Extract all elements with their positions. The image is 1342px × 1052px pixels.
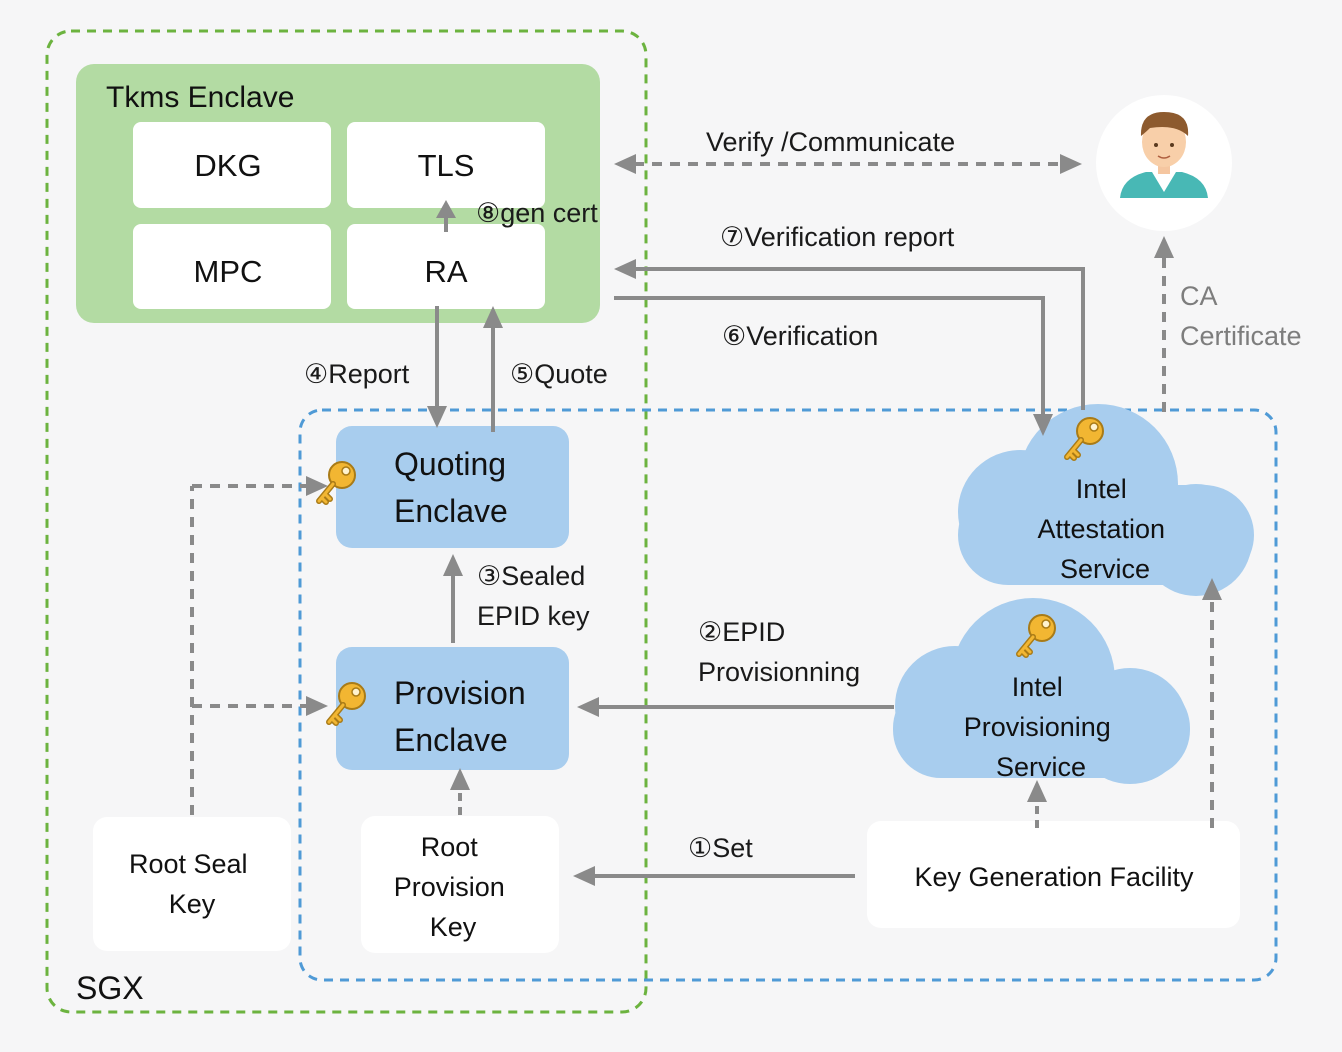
platform-boundary	[298, 408, 1278, 982]
quoting-enclave	[336, 426, 569, 548]
verification-arrow	[614, 296, 1053, 436]
verification-label: ⑥Verification	[722, 321, 878, 351]
key-generation-facility-label: Key Generation Facility	[914, 862, 1194, 892]
provision-enclave	[336, 647, 569, 770]
root-seal-key	[93, 817, 291, 951]
set-label: ①Set	[688, 833, 753, 863]
report-arrow	[427, 306, 447, 428]
root-provision-to-enclave-arrow	[450, 768, 470, 815]
sealed-epid-key-arrow	[443, 554, 463, 643]
intel-attestation-service-label: Intel Attestation Service	[1037, 474, 1172, 584]
verify-communicate-label: Verify /Communicate	[706, 127, 955, 157]
gen-cert-arrow	[436, 200, 456, 232]
dkg-module-label: DKG	[194, 148, 261, 183]
intel-provisioning-service-label: Intel Provisioning Service	[964, 672, 1119, 782]
sgx-boundary	[45, 29, 648, 1014]
tls-module-label: TLS	[418, 148, 475, 183]
root-provision-key	[361, 816, 559, 953]
verify-communicate-arrow	[614, 154, 1082, 174]
quote-arrow	[483, 306, 503, 432]
mpc-module	[133, 224, 331, 309]
epid-provisioning-label: ②EPID Provisionning	[698, 617, 860, 687]
sgx-label: SGX	[76, 970, 144, 1006]
set-arrow	[573, 866, 855, 886]
epid-provisioning-arrow	[577, 697, 894, 717]
ra-module-label: RA	[424, 254, 467, 289]
sealed-epid-key-label: ③Sealed EPID key	[477, 561, 593, 631]
provision-enclave-label: Provision Enclave	[394, 675, 535, 758]
ra-module	[347, 224, 545, 309]
dkg-module	[133, 122, 331, 208]
tls-module	[347, 122, 545, 208]
intel-provisioning-service-cloud	[893, 598, 1190, 784]
mpc-module-label: MPC	[194, 254, 263, 289]
verification-report-label: ⑦Verification report	[720, 222, 955, 252]
report-label: ④Report	[304, 359, 410, 389]
kgf-to-provisioning-arrow	[1027, 780, 1047, 828]
quoting-enclave-label: Quoting Enclave	[394, 446, 515, 529]
root-seal-key-arrows	[190, 476, 328, 815]
gen-cert-label: ⑧gen cert	[476, 198, 598, 228]
ca-certificate-arrow	[1154, 236, 1174, 412]
tkms-enclave-title: Tkms Enclave	[106, 81, 294, 114]
kgf-to-attestation-arrow	[1202, 578, 1222, 828]
key-generation-facility	[867, 821, 1240, 928]
root-provision-key-label: Root Provision Key	[394, 832, 513, 942]
ca-certificate-label: CA Certificate	[1180, 281, 1302, 351]
intel-attestation-service-cloud	[958, 404, 1254, 596]
quote-label: ⑤Quote	[510, 359, 608, 389]
user-avatar-icon	[1096, 95, 1232, 231]
root-seal-key-label: Root Seal Key	[129, 849, 255, 919]
verification-report-arrow	[614, 259, 1085, 410]
